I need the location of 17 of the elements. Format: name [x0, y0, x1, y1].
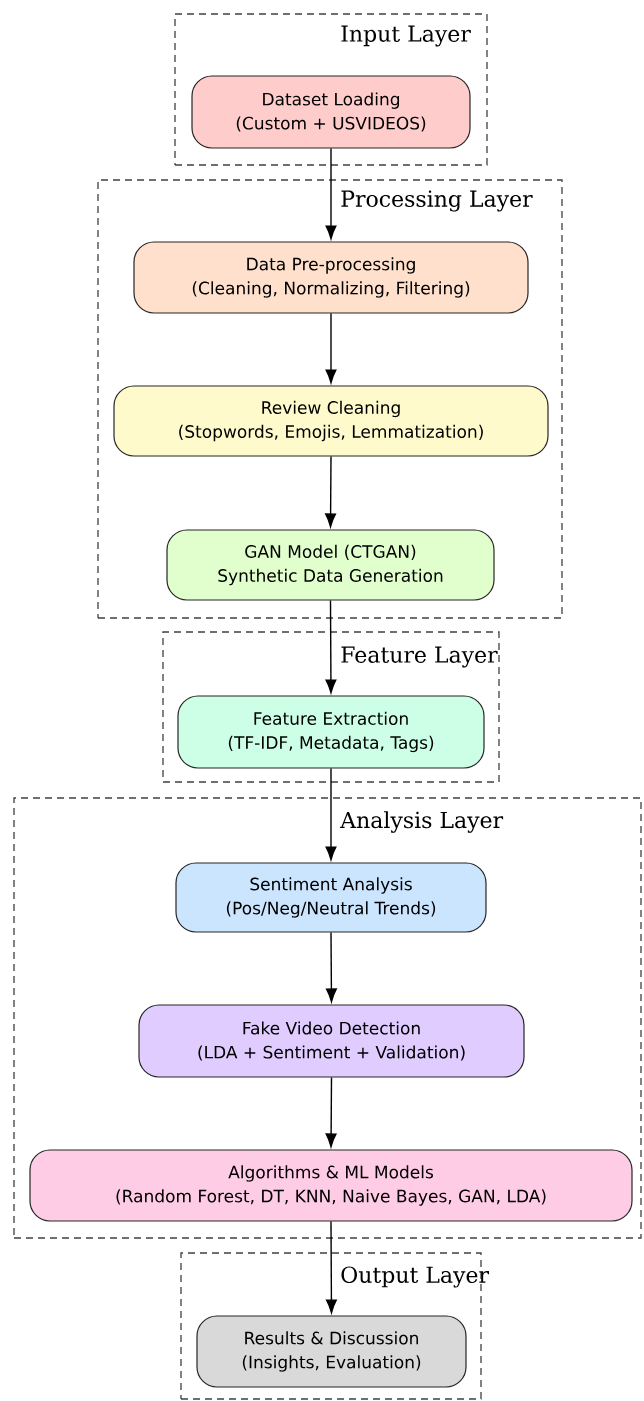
arrow — [325, 1076, 337, 1148]
process-box: Feature Extraction (TF-IDF, Metadata, Tags) — [177, 695, 485, 769]
arrow — [325, 599, 337, 694]
arrow — [325, 147, 337, 240]
arrow — [325, 767, 337, 861]
process-box: Results & Discussion (Insights, Evaluation) — [196, 1315, 467, 1388]
process-box: Review Cleaning (Stopwords, Emojis, Lemmatization) — [113, 385, 549, 457]
process-box: Sentiment Analysis (Pos/Neg/Neutral Trends) — [175, 862, 487, 933]
process-box: Data Pre-processing (Cleaning, Normalizing, Filtering) — [133, 241, 529, 314]
arrow — [325, 455, 337, 528]
process-box: GAN Model (CTGAN) Synthetic Data Generation — [166, 529, 495, 601]
arrow — [325, 931, 337, 1003]
process-box: Dataset Loading (Custom + USVIDEOS) — [191, 75, 471, 149]
process-box: Algorithms & ML Models (Random Forest, DT, KNN, Naive Bayes, GAN, LDA) — [29, 1149, 633, 1222]
process-box: Fake Video Detection (LDA + Sentiment + Validation) — [138, 1004, 525, 1078]
arrow — [325, 312, 337, 384]
arrow — [325, 1220, 337, 1314]
